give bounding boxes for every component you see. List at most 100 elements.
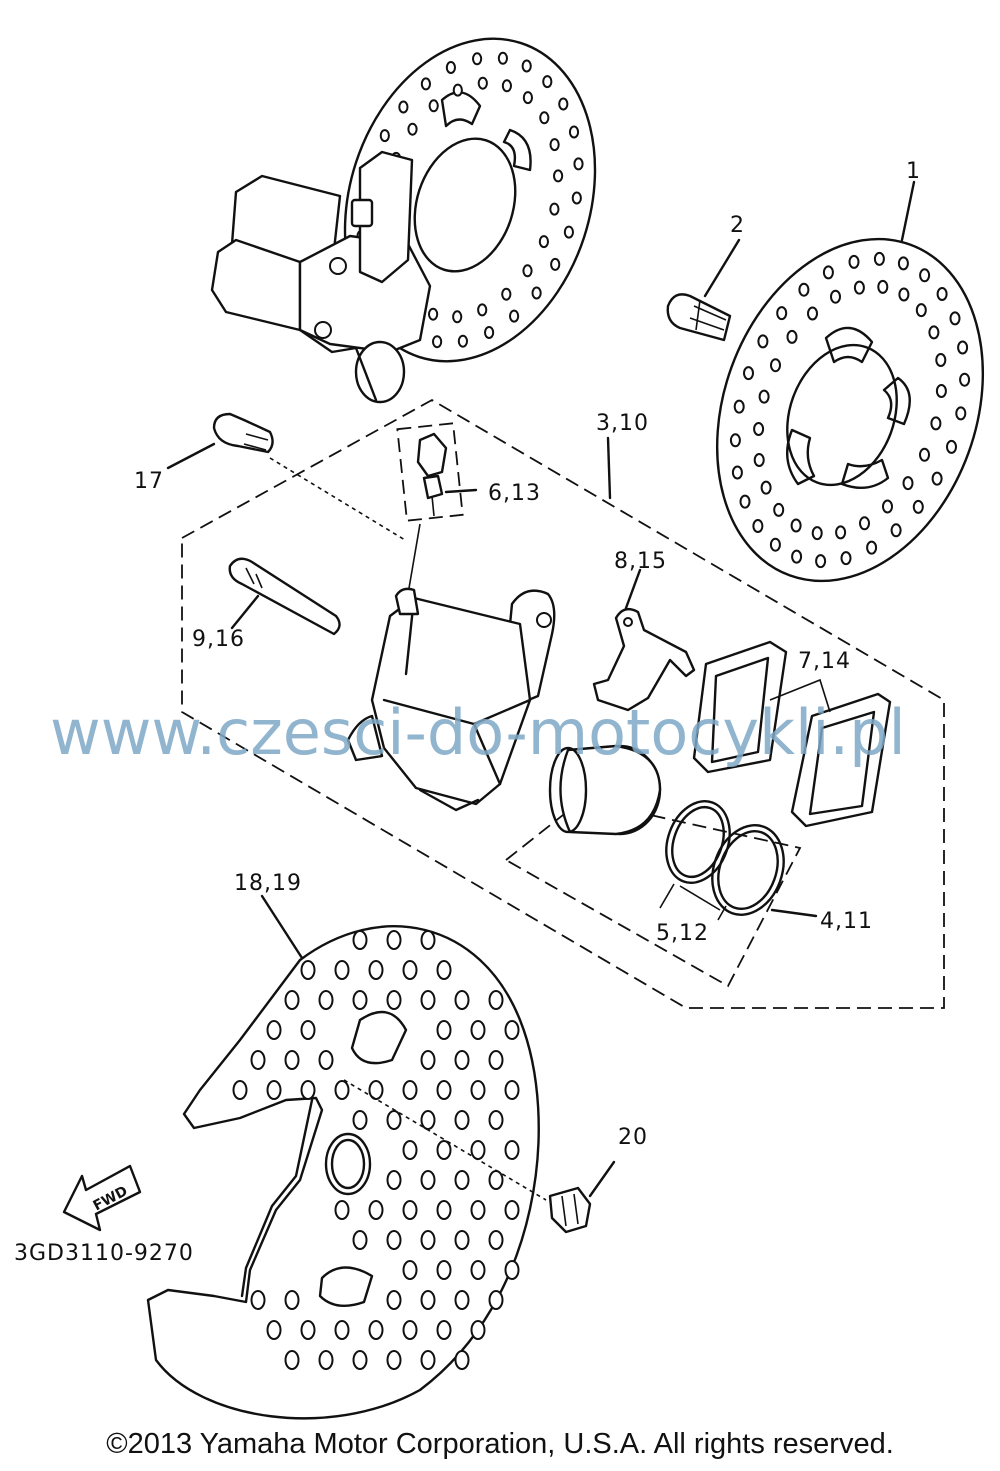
disc-hole bbox=[936, 287, 948, 301]
disc-hole bbox=[773, 502, 785, 517]
disc-hole bbox=[957, 340, 969, 355]
callout-6-13: 6,13 bbox=[488, 481, 541, 506]
disc-hole bbox=[457, 334, 468, 348]
forward-arrow-icon: FWD bbox=[62, 1164, 142, 1232]
disc-hole bbox=[504, 1140, 520, 1160]
disc-hole bbox=[402, 1140, 418, 1160]
disc-hole bbox=[454, 1170, 470, 1190]
disc-hole bbox=[504, 1080, 520, 1100]
disc-hole bbox=[550, 257, 561, 271]
disc-hole bbox=[488, 1170, 504, 1190]
callout-2: 2 bbox=[730, 213, 745, 238]
disc-hole bbox=[508, 309, 520, 323]
disc-hole bbox=[318, 1350, 334, 1370]
disc-hole bbox=[470, 1020, 486, 1040]
disc-hole bbox=[915, 303, 927, 318]
disc-hole bbox=[790, 518, 802, 533]
disc-hole bbox=[420, 1170, 436, 1190]
disc-hole bbox=[420, 930, 436, 950]
disc-hole bbox=[859, 516, 870, 531]
disc-hole bbox=[830, 289, 841, 304]
disc-hole bbox=[753, 422, 765, 436]
disc-hole bbox=[334, 960, 350, 980]
disc-hole bbox=[454, 1110, 470, 1130]
disc-hole bbox=[436, 1260, 452, 1280]
disc-hole bbox=[902, 476, 914, 491]
disc-hole bbox=[452, 83, 463, 97]
disc-hole bbox=[539, 111, 550, 125]
disc-hole bbox=[776, 306, 788, 321]
disc-hole bbox=[284, 1050, 300, 1070]
disc-hole bbox=[521, 59, 532, 73]
disc-hole bbox=[919, 268, 931, 283]
disc-hole bbox=[791, 549, 803, 564]
callout-9-16: 9,16 bbox=[192, 627, 245, 652]
disc-hole bbox=[729, 433, 741, 448]
disc-hole bbox=[420, 990, 436, 1010]
disc-hole bbox=[386, 1110, 402, 1130]
disc-hole bbox=[568, 125, 580, 139]
disc-hole bbox=[955, 406, 967, 421]
disc-hole bbox=[835, 525, 847, 540]
disc-hole bbox=[488, 1230, 504, 1250]
disc-hole bbox=[935, 384, 947, 398]
disc-hole bbox=[300, 1020, 316, 1040]
disc-hole bbox=[436, 1080, 452, 1100]
disc-hole bbox=[504, 1200, 520, 1220]
callout-4-11: 4,11 bbox=[820, 909, 873, 934]
assembled-caliper bbox=[210, 150, 432, 404]
disc-hole bbox=[428, 307, 439, 321]
disc-hole bbox=[752, 519, 764, 533]
disc-hole bbox=[436, 1140, 452, 1160]
disc-hole bbox=[454, 990, 470, 1010]
brake-disc-guard bbox=[146, 894, 540, 1420]
slide-pin bbox=[228, 557, 341, 636]
disc-hole bbox=[470, 1140, 486, 1160]
callout-17: 17 bbox=[134, 469, 164, 494]
disc-hole bbox=[386, 1170, 402, 1190]
disc-hole bbox=[743, 366, 754, 381]
disc-hole bbox=[318, 1050, 334, 1070]
disc-hole bbox=[866, 540, 878, 555]
disc-hole bbox=[445, 61, 456, 74]
disc-hole bbox=[352, 930, 368, 950]
disc-hole bbox=[563, 225, 575, 239]
disc-hole bbox=[402, 960, 418, 980]
disc-hole bbox=[501, 79, 512, 93]
disc-hole bbox=[386, 1350, 402, 1370]
disc-hole bbox=[890, 523, 902, 538]
disc-hole bbox=[352, 990, 368, 1010]
disc-hole bbox=[470, 1200, 486, 1220]
disc-hole bbox=[928, 325, 940, 340]
disc-hole bbox=[522, 91, 534, 105]
disc-hole bbox=[477, 76, 488, 90]
disc-hole bbox=[786, 329, 798, 344]
disc-hole bbox=[542, 75, 553, 89]
disc-hole bbox=[232, 1080, 248, 1100]
disc-hole bbox=[488, 1290, 504, 1310]
disc-hole bbox=[470, 1260, 486, 1280]
disc-hole bbox=[436, 1320, 452, 1340]
disc-hole bbox=[807, 306, 818, 321]
disc-hole bbox=[454, 1350, 470, 1370]
disc-hole bbox=[368, 1080, 384, 1100]
disc-hole bbox=[386, 1230, 402, 1250]
callout-1: 1 bbox=[906, 159, 921, 184]
disc-hole bbox=[266, 1080, 282, 1100]
disc-hole bbox=[407, 122, 418, 136]
disc-hole bbox=[931, 471, 943, 486]
disc-hole bbox=[573, 157, 584, 171]
disc-hole bbox=[853, 280, 865, 295]
disc-hole bbox=[368, 960, 384, 980]
disc-hole bbox=[815, 554, 827, 569]
guard-bolt bbox=[343, 1079, 616, 1234]
callout-20: 20 bbox=[618, 1125, 648, 1150]
disc-hole bbox=[452, 310, 463, 324]
disc-hole bbox=[334, 1200, 350, 1220]
brake-pads bbox=[692, 640, 892, 828]
disc-hole bbox=[266, 1020, 282, 1040]
disc-hole bbox=[368, 1200, 384, 1220]
disc-hole bbox=[368, 1320, 384, 1340]
disc-hole bbox=[352, 1110, 368, 1130]
disc-hole bbox=[454, 1050, 470, 1070]
